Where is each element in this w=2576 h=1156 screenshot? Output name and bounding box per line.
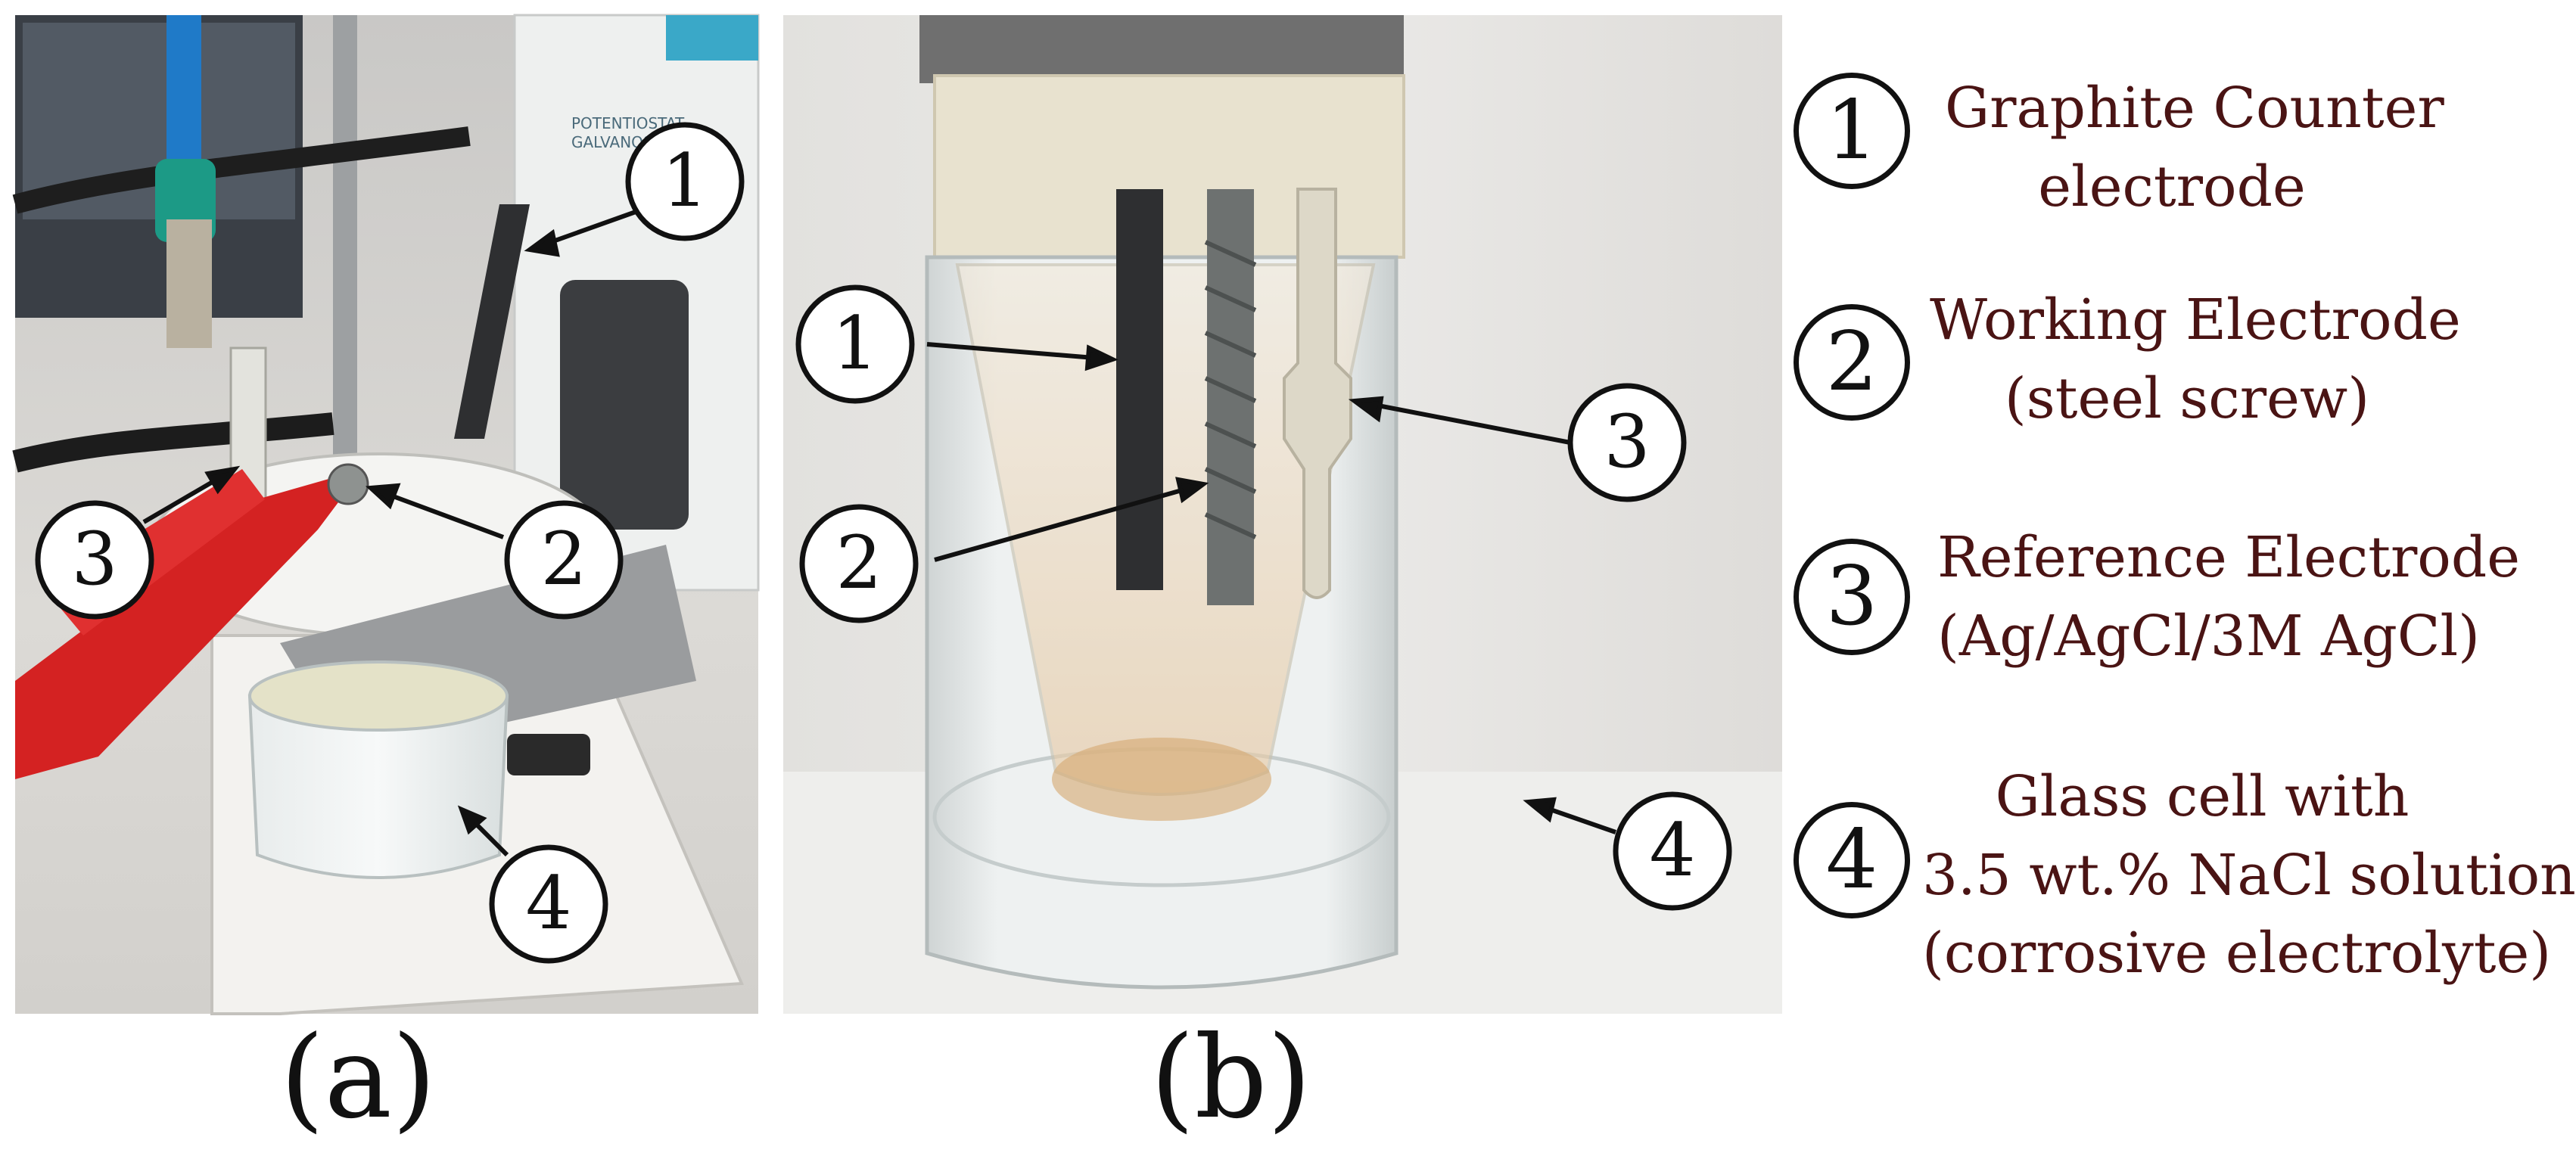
blue-connector <box>166 15 201 166</box>
arrow-3 <box>1354 399 1571 445</box>
arrow-2-head <box>1175 477 1209 504</box>
arrow-2 <box>934 482 1204 562</box>
arrow-1 <box>926 342 1113 362</box>
callout-1: 1 <box>625 122 745 241</box>
legend-line: Working Electrode <box>1930 287 2461 353</box>
photo-cell-closeup: 1 2 3 4 <box>783 15 1782 1014</box>
metal-fitting <box>919 15 1404 83</box>
legend-text-3: Reference Electrode (Ag/AgCl/3M AgCl) <box>1937 519 2521 676</box>
arrow-2-head <box>365 483 401 510</box>
legend-line: (Ag/AgCl/3M AgCl) <box>1937 603 2480 669</box>
legend-number-2: 2 <box>1794 304 1910 421</box>
legend-line: Graphite Counter <box>1945 76 2444 141</box>
callout-3: 3 <box>35 500 154 620</box>
graphite-electrode <box>1116 189 1163 590</box>
tape-band <box>933 74 1405 259</box>
funnel-deposit <box>1052 738 1271 821</box>
legend-line: (steel screw) <box>2004 365 2370 431</box>
steel-screw-head <box>327 463 369 505</box>
callout-1-number: 1 <box>661 138 708 223</box>
potentiostat-connector-panel <box>560 280 689 530</box>
callout-4-number: 4 <box>525 861 571 946</box>
callout-2-number: 2 <box>835 521 882 605</box>
callout-1-circle <box>625 122 745 241</box>
glass-cell <box>247 695 509 879</box>
red-clip <box>15 469 363 779</box>
arrows-a <box>142 210 637 857</box>
arrow-4-head <box>457 805 487 835</box>
callout-4: 4 <box>1613 791 1732 911</box>
legend-text-1: Graphite Counter electrode <box>1945 70 2444 226</box>
callout-4-circle <box>489 844 608 964</box>
panel-label-b: (b) <box>1150 1012 1312 1144</box>
callout-1: 1 <box>795 284 915 404</box>
legend-line: (corrosive electrolyte) <box>1922 921 2552 987</box>
arrow-1-head <box>1084 344 1118 371</box>
callout-4: 4 <box>489 844 608 964</box>
callout-3-number: 3 <box>1604 399 1650 484</box>
clip-tan <box>166 219 212 348</box>
photo-setup-drawing: POTENTIOSTAT GALVANOSTAT <box>12 14 760 1015</box>
callout-1-circle <box>795 284 915 404</box>
legend-number-3: 3 <box>1794 539 1910 655</box>
callout-3-circle <box>35 500 154 620</box>
legend-text-4: Glass cell with 3.5 wt.% NaCl solution (… <box>1922 758 2576 993</box>
panel-label-a: (a) <box>280 1012 437 1144</box>
callout-3-circle <box>1567 383 1687 502</box>
black-cable <box>12 412 334 473</box>
callout-3: 3 <box>1567 383 1687 502</box>
potentiostat-logo <box>666 15 758 61</box>
callout-2: 2 <box>799 504 919 623</box>
arrow-4-head <box>1523 797 1557 823</box>
arrow-1-head <box>524 228 560 257</box>
legend-number-1: 1 <box>1794 73 1910 189</box>
callout-2-number: 2 <box>540 517 586 601</box>
reference-electrode <box>1283 188 1352 599</box>
callout-4-circle <box>1613 791 1732 911</box>
legend-line: 3.5 wt.% NaCl solution <box>1922 842 2576 908</box>
photo-cell-drawing: 1 2 3 4 <box>783 15 1782 1014</box>
photo-setup: POTENTIOSTAT GALVANOSTAT <box>12 14 760 1015</box>
legend-text-2: Working Electrode (steel screw) <box>1930 281 2461 438</box>
arrows-b <box>926 342 1616 834</box>
callout-2: 2 <box>504 500 624 620</box>
callout-4-number: 4 <box>1649 808 1695 893</box>
callout-3-number: 3 <box>71 517 117 601</box>
legend-line: Glass cell with <box>1995 764 2410 829</box>
legend-line: Reference Electrode <box>1937 525 2521 590</box>
screw-threads <box>1204 240 1257 539</box>
callout-2-circle <box>504 500 624 620</box>
graphite-rod <box>454 204 530 439</box>
callout-2-circle <box>799 504 919 623</box>
legend-line: electrode <box>2038 154 2306 219</box>
callout-1-number: 1 <box>832 301 878 386</box>
cell-top <box>248 660 509 732</box>
black-knob <box>507 734 590 775</box>
arrow-3-head <box>204 465 241 495</box>
legend-number-4: 4 <box>1794 802 1910 918</box>
arrow-3-head <box>1348 396 1384 423</box>
